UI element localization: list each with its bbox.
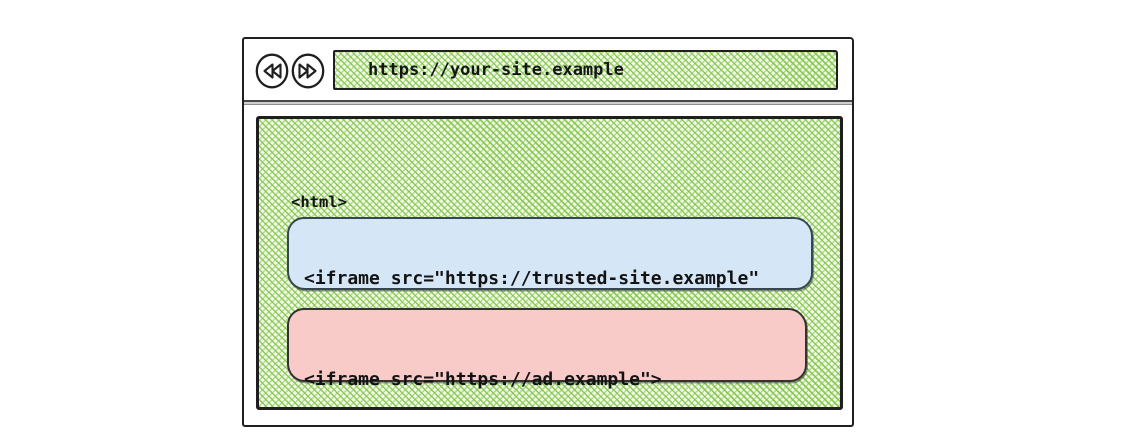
ad-iframe-src-line: <iframe src="https://ad.example"> <box>304 369 662 390</box>
url-bar[interactable]: https://your-site.example <box>333 50 838 90</box>
browser-window: https://your-site.example <html> // your… <box>242 37 854 427</box>
page-viewport: <html> // your-site.example code <iframe… <box>256 116 843 410</box>
rewind-icon <box>254 52 290 90</box>
url-text: https://your-site.example <box>368 60 624 80</box>
forward-button[interactable] <box>290 52 326 90</box>
html-open-tag-line: <html> <box>291 193 347 211</box>
toolbar-divider <box>244 100 852 105</box>
ad-iframe-box: <iframe src="https://ad.example"> <box>287 308 807 390</box>
trusted-iframe-src-line: <iframe src="https://trusted-site.exampl… <box>304 268 760 289</box>
trusted-iframe-box: <iframe src="https://trusted-site.exampl… <box>287 217 813 353</box>
back-button[interactable] <box>254 52 290 90</box>
fast-forward-icon <box>290 52 326 90</box>
